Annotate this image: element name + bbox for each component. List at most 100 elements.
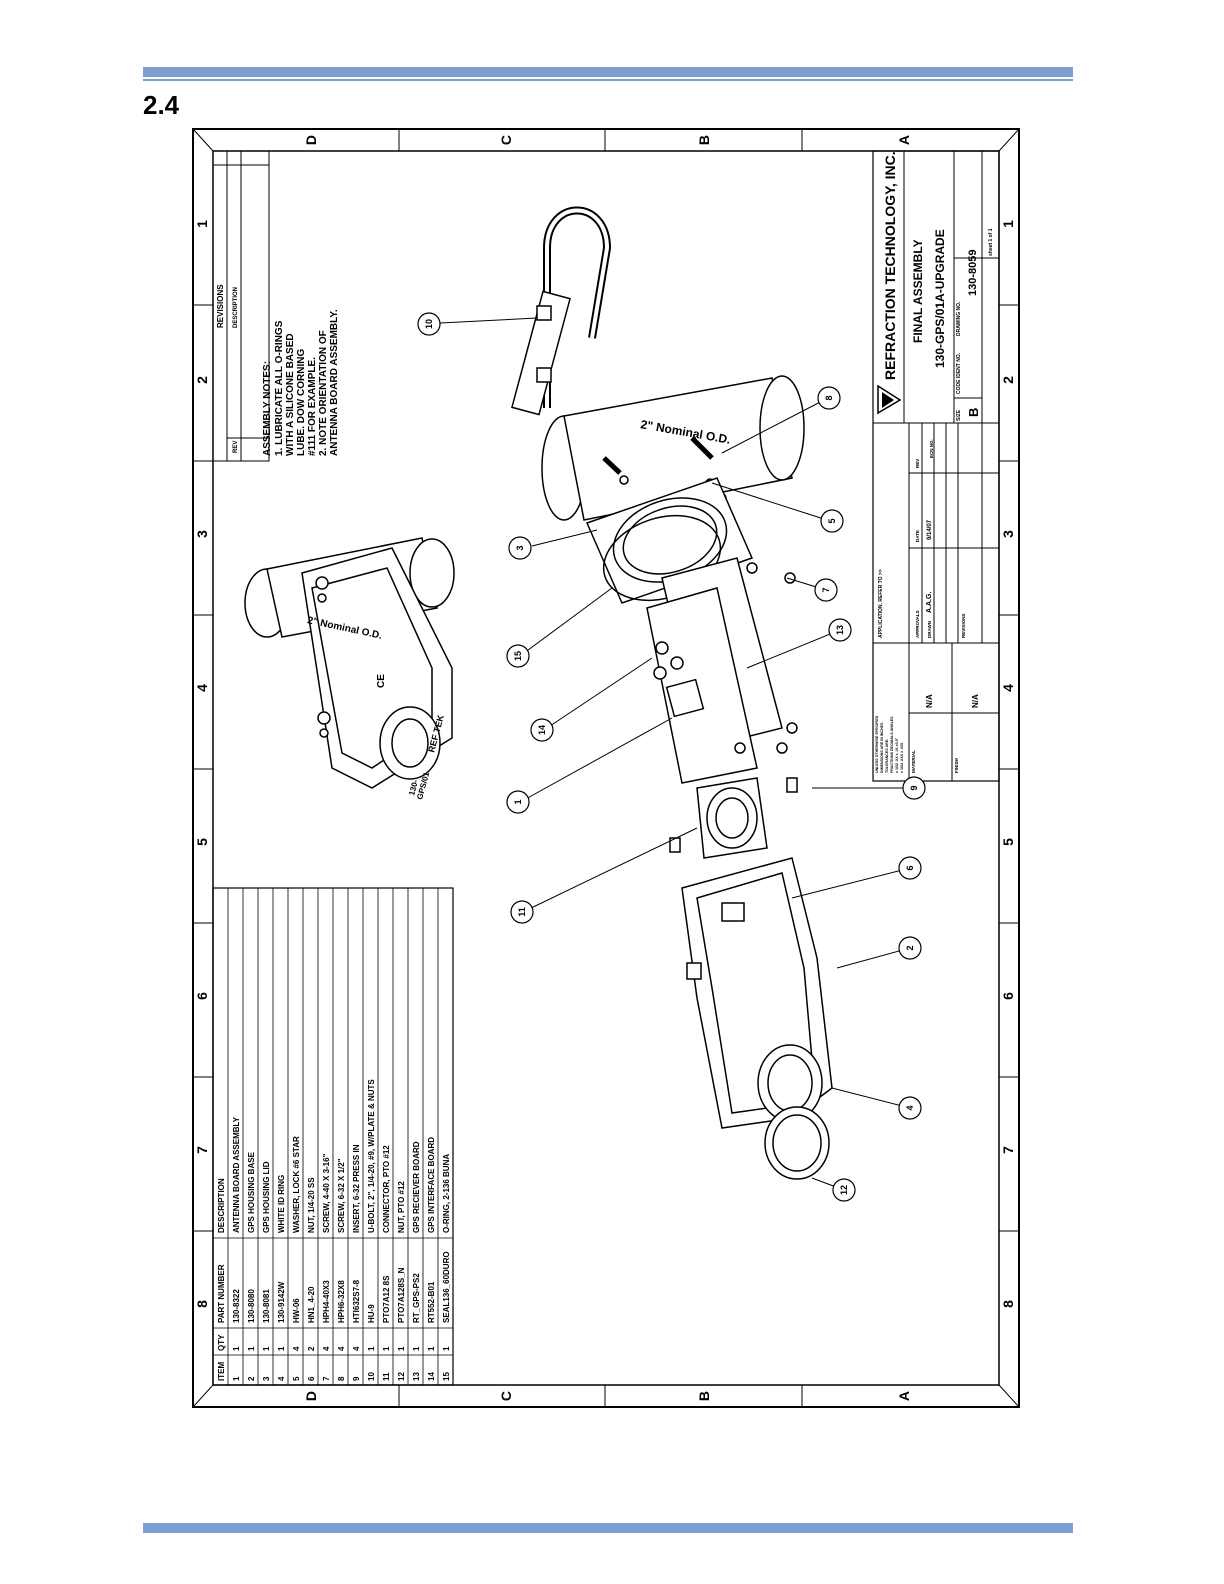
bom-cell: 9 bbox=[352, 1376, 361, 1381]
inset-assembled-view: CE REF TEK 130- GPS/01 2" Nominal O.D. bbox=[244, 537, 455, 801]
bom-cell: 4 bbox=[322, 1346, 331, 1351]
bom-cell: GPS HOUSING LID bbox=[262, 1161, 271, 1233]
balloon-4: 4 bbox=[898, 1096, 922, 1120]
balloon-1: 1 bbox=[506, 790, 530, 814]
bom-cell: HPH4-40X3 bbox=[322, 1280, 331, 1323]
bom-cell: 1 bbox=[232, 1346, 241, 1351]
bom-cell: RT552-B01 bbox=[427, 1281, 436, 1323]
bom-cell: U-BOLT, 2", 1/4-20, #9, W/PLATE & NUTS bbox=[367, 1079, 376, 1233]
zone-num-4-right: 4 bbox=[1000, 684, 1016, 692]
bom-cell: 4 bbox=[292, 1346, 301, 1351]
note-line-4: #111 FOR EXAMPLE. bbox=[307, 357, 318, 456]
bom-cell: 12 bbox=[397, 1372, 406, 1381]
date-label: DATE bbox=[915, 530, 920, 542]
tolerance-line-5: ± 1/64 .XXX ± .005 bbox=[900, 743, 904, 773]
bom-header: PART NUMBER bbox=[217, 1264, 226, 1323]
bom-cell: 1 bbox=[232, 1376, 241, 1381]
inset-model-text-1: 130- bbox=[407, 778, 420, 796]
zone-num-2-right: 2 bbox=[1000, 376, 1016, 384]
bom-cell: 2 bbox=[307, 1346, 316, 1351]
inset-ce-mark: CE bbox=[376, 674, 387, 688]
drawing-subtitle: 130-GPS/01A-UPGRADE bbox=[933, 229, 947, 368]
drawn-label: DRAWN bbox=[927, 621, 932, 638]
ecn-label: ECN NO. bbox=[929, 439, 934, 458]
zone-num-5-right: 5 bbox=[1000, 838, 1016, 846]
balloon-12: 12 bbox=[832, 1178, 856, 1202]
bom-cell: 6 bbox=[307, 1376, 316, 1381]
zone-letter-b-bottom: B bbox=[696, 1391, 712, 1401]
drawing-number: 130-8059 bbox=[967, 250, 979, 297]
bom-cell: 130-8322 bbox=[232, 1289, 241, 1323]
zone-letter-c-top: C bbox=[498, 135, 514, 145]
zone-letter-a-top: A bbox=[896, 135, 912, 145]
bom-cell: GPS RECIEVER BOARD bbox=[412, 1141, 421, 1233]
exploded-view: 2" Nominal O.D. bbox=[511, 206, 833, 1180]
bom-cell: 3 bbox=[262, 1376, 271, 1381]
drawn-by: A.A.G. bbox=[926, 592, 933, 613]
note-line-2: WITH A SILICONE BASED bbox=[285, 333, 296, 456]
revisions-desc-col: DESCRIPTION bbox=[233, 287, 239, 328]
bom-cell: 4 bbox=[352, 1346, 361, 1351]
drawn-date: 9/14/07 bbox=[927, 519, 933, 540]
bom-cell: 1 bbox=[427, 1346, 436, 1351]
svg-text:4: 4 bbox=[905, 1105, 915, 1110]
company-name: REFRACTION TECHNOLOGY, INC. bbox=[882, 151, 898, 380]
svg-text:9: 9 bbox=[909, 785, 919, 790]
bom-cell: NUT, PTO #12 bbox=[397, 1181, 406, 1233]
bom-cell: CONNECTOR, PTO #12 bbox=[382, 1145, 391, 1233]
zone-letter-d-top: D bbox=[303, 135, 319, 145]
balloon-6: 6 bbox=[898, 856, 922, 880]
bom-cell: PTO7A12 8S bbox=[382, 1275, 391, 1323]
balloon-11: 11 bbox=[510, 900, 534, 924]
revisions-rev-col: REV bbox=[233, 441, 239, 453]
zone-num-2-left: 2 bbox=[194, 376, 210, 384]
balloon-7: 7 bbox=[814, 578, 838, 602]
section-number: 2.4 bbox=[143, 90, 180, 120]
bom-cell: 1 bbox=[397, 1346, 406, 1351]
bom-cell: O-RING, 2-136 BUNA bbox=[442, 1154, 451, 1233]
svg-text:3: 3 bbox=[515, 545, 525, 550]
zone-letter-a-bottom: A bbox=[896, 1391, 912, 1401]
zone-letter-b-top: B bbox=[696, 135, 712, 145]
note-line-5: 2. NOTE ORIENTATION OF bbox=[318, 330, 329, 456]
svg-text:14: 14 bbox=[537, 725, 547, 735]
bom-cell: 13 bbox=[412, 1372, 421, 1381]
balloon-8: 8 bbox=[817, 386, 841, 410]
finish-label: FINISH bbox=[954, 758, 959, 773]
bom-cell: 2 bbox=[247, 1376, 256, 1381]
bom-cell: GPS HOUSING BASE bbox=[247, 1151, 256, 1233]
bom-cell: 5 bbox=[292, 1376, 301, 1381]
zone-num-5-left: 5 bbox=[194, 838, 210, 846]
bom-cell: 1 bbox=[382, 1346, 391, 1351]
bom-cell: INSERT, 6-32 PRESS IN bbox=[352, 1144, 361, 1233]
drawing-no-label: DRAWING NO. bbox=[956, 301, 962, 336]
bom-cell: 1 bbox=[412, 1346, 421, 1351]
svg-text:7: 7 bbox=[821, 587, 831, 592]
tolerance-line-3: FRACTIONS DECIMALS ANGLES bbox=[890, 716, 894, 773]
zone-num-1-left: 1 bbox=[194, 220, 210, 228]
bom-cell: HN1_4-20 bbox=[307, 1286, 316, 1323]
title-block: REFRACTION TECHNOLOGY, INC. FINAL ASSEMB… bbox=[872, 150, 1000, 782]
note-line-6: ANTENNA BOARD ASSEMBLY. bbox=[329, 309, 340, 456]
code-ident-label: CODE IDENT NO. bbox=[956, 352, 962, 394]
balloon-3: 3 bbox=[508, 536, 532, 560]
balloon-2: 2 bbox=[898, 936, 922, 960]
leader-lines bbox=[439, 317, 914, 1191]
zone-num-6-right: 6 bbox=[1000, 992, 1016, 1000]
bom-cell: 130-9142W bbox=[277, 1281, 286, 1323]
bom-cell: 7 bbox=[322, 1376, 331, 1381]
zone-letter-d-bottom: D bbox=[303, 1391, 319, 1401]
zone-num-7-right: 7 bbox=[1000, 1146, 1016, 1154]
bom-cell: SEAL136_60DURO bbox=[442, 1251, 451, 1323]
bom-cell: PTO7A128S_N bbox=[397, 1267, 406, 1323]
sheet-number: sheet 1 of 1 bbox=[988, 228, 994, 256]
balloon-13: 13 bbox=[828, 618, 852, 642]
approvals-label: APPROVALS bbox=[915, 610, 920, 638]
revisions-label: REVISIONS bbox=[961, 613, 966, 638]
tolerance-line-0: UNLESS OTHERWISE SPECIFIED bbox=[875, 715, 879, 773]
zone-num-3-left: 3 bbox=[194, 530, 210, 538]
revisions-block: REVISIONS REV DESCRIPTION bbox=[212, 150, 270, 462]
bom-cell: 15 bbox=[442, 1372, 451, 1381]
balloon-5: 5 bbox=[820, 509, 844, 533]
